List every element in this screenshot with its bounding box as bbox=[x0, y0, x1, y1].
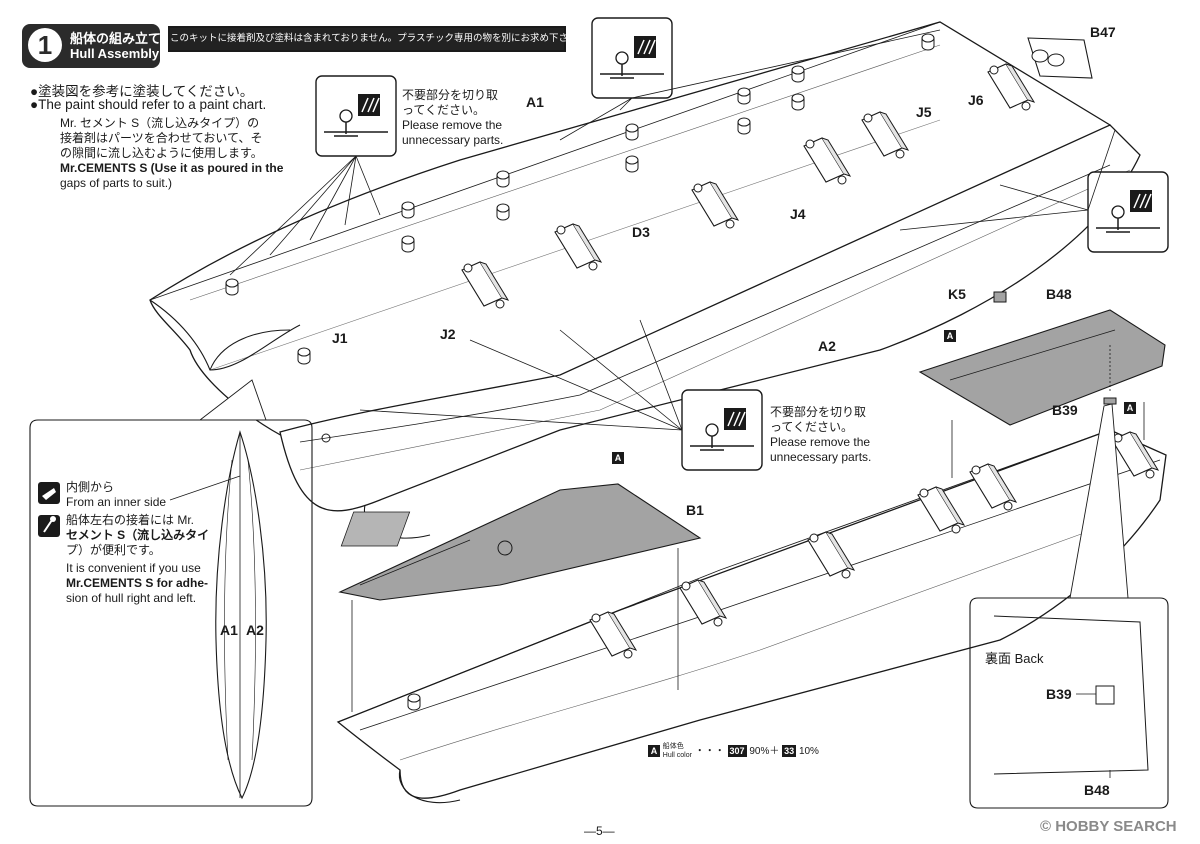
inset-label-a2: A2 bbox=[246, 622, 264, 638]
label-b48: B48 bbox=[1046, 286, 1072, 302]
inset-label-b48: B48 bbox=[1084, 782, 1110, 798]
hull-color-code-1: 307 bbox=[727, 745, 747, 757]
cement-note-jp-2: 接着剤はパーツを合わせておいて、そ bbox=[60, 131, 263, 145]
hull-color-pct-1: 90%＋ bbox=[749, 746, 780, 757]
cut-note-2-en-2: unnecessary parts. bbox=[770, 450, 872, 464]
label-j5: J5 bbox=[916, 104, 932, 120]
label-b47: B47 bbox=[1090, 24, 1116, 40]
inset-inner-en: From an inner side bbox=[66, 495, 167, 509]
deck-b48 bbox=[918, 291, 1166, 426]
paint-instruction-en: ●The paint should refer to a paint chart… bbox=[30, 97, 267, 112]
cut-icon-3 bbox=[1087, 171, 1169, 253]
label-a1: A1 bbox=[526, 94, 544, 110]
step-title-en: Hull Assembly bbox=[70, 46, 160, 61]
cut-note-1-en-2: unnecessary parts. bbox=[402, 133, 504, 147]
notice-banner: このキットに接着剤及び塗料は含まれておりません。プラスチック専用の物を別にお求め… bbox=[168, 26, 587, 52]
inset-left-frame bbox=[29, 419, 313, 807]
inset-back-label: 裏面 Back bbox=[985, 651, 1044, 666]
step-title-jp: 船体の組み立て bbox=[70, 31, 162, 46]
cement-note-jp-3: の隙間に流し込むように使用します。 bbox=[60, 146, 263, 160]
cut-note-1-jp-1: 不要部分を切り取 bbox=[402, 88, 499, 102]
cut-note-2-jp-1: 不要部分を切り取 bbox=[770, 405, 867, 419]
cut-note-1-en-1: Please remove the bbox=[402, 118, 503, 132]
label-j2: J2 bbox=[440, 326, 456, 342]
watermark: © HOBBY SEARCH bbox=[1040, 818, 1177, 835]
inset-cement-en-3: sion of hull right and left. bbox=[66, 591, 197, 605]
step-number: 1 bbox=[28, 28, 62, 62]
label-j1: J1 bbox=[332, 330, 348, 346]
inset-cement-en-1: It is convenient if you use bbox=[66, 561, 201, 575]
label-a2: A2 bbox=[818, 338, 836, 354]
inset-cement-jp-2: セメント S（流し込みタイ bbox=[66, 528, 210, 542]
inset-label-b39: B39 bbox=[1046, 686, 1072, 702]
cement-note-en-2: gaps of parts to suit.) bbox=[60, 176, 173, 190]
deck-b1 bbox=[338, 483, 702, 601]
inset-cement-en-2: Mr.CEMENTS S for adhe- bbox=[66, 576, 209, 590]
cut-icon-1 bbox=[315, 75, 397, 157]
cut-note-1-jp-2: ってください。 bbox=[402, 103, 486, 117]
hull-color-marker: A bbox=[648, 745, 660, 757]
inset-right-frame bbox=[969, 597, 1169, 809]
hull-color-code-2: 33 bbox=[782, 745, 797, 757]
upper-hull bbox=[149, 21, 1141, 539]
cement-note-en-1: Mr.CEMENTS S (Use it as poured in the bbox=[60, 161, 284, 175]
cut-note-2-en-1: Please remove the bbox=[770, 435, 871, 449]
hull-color-note: A 船体色 Hull color ・・・ 307 90%＋ 33 10% bbox=[648, 742, 819, 760]
label-b1: B1 bbox=[686, 502, 704, 518]
label-j4: J4 bbox=[790, 206, 806, 222]
inset-cement-jp-3: プ）が便利です。 bbox=[66, 543, 161, 557]
glue-tube-icon bbox=[38, 482, 60, 504]
hull-color-dots: ・・・ bbox=[694, 746, 725, 757]
cement-note-jp-1: Mr. セメント S（流し込みタイプ）の bbox=[60, 116, 260, 130]
label-k5: K5 bbox=[948, 286, 966, 302]
cut-note-2-jp-2: ってください。 bbox=[770, 420, 854, 434]
hull-color-jp: 船体色 bbox=[662, 743, 684, 751]
color-marker-b39: A bbox=[1124, 402, 1136, 414]
label-b39: B39 bbox=[1052, 402, 1078, 418]
label-d3: D3 bbox=[632, 224, 650, 240]
brush-icon bbox=[38, 515, 60, 537]
paint-instruction-jp: ●塗装図を参考に塗装してください。 bbox=[30, 84, 254, 99]
cut-icon-2 bbox=[591, 17, 673, 99]
cut-icon-4 bbox=[681, 389, 763, 471]
hull-color-en: Hull color bbox=[662, 752, 692, 760]
page-number: —5— bbox=[584, 824, 615, 838]
inset-cement-jp-1: 船体左右の接着には Mr. bbox=[66, 513, 194, 527]
label-j6: J6 bbox=[968, 92, 984, 108]
inset-label-a1: A1 bbox=[220, 622, 238, 638]
hull-color-pct-2: 10% bbox=[798, 746, 819, 757]
color-marker-b1: A bbox=[612, 452, 624, 464]
part-b47-shape bbox=[1027, 37, 1093, 79]
color-marker-b48: A bbox=[944, 330, 956, 342]
inset-inner-jp: 内側から bbox=[66, 480, 115, 494]
